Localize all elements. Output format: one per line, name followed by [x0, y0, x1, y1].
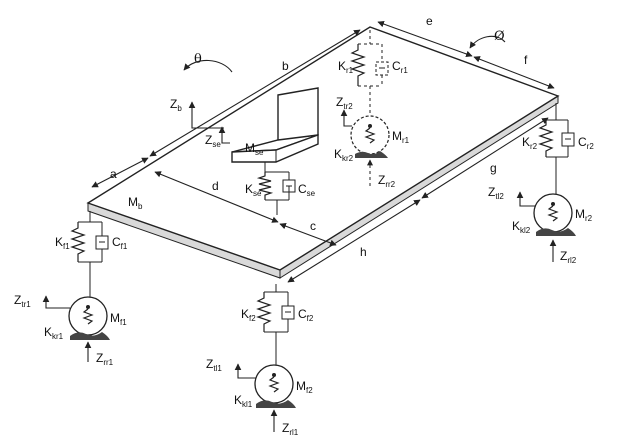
label-e: e: [426, 14, 433, 28]
svg-text:Ztl1: Ztl1: [206, 357, 222, 373]
svg-text:Mf1: Mf1: [110, 311, 127, 327]
label-f: f: [524, 53, 528, 67]
svg-text:Kf1: Kf1: [55, 235, 70, 251]
label-d: d: [212, 179, 219, 193]
phi-label: Ø: [494, 29, 505, 44]
mf2-label: M: [296, 379, 306, 393]
svg-text:Cr1: Cr1: [392, 59, 408, 75]
seat-suspension: Kse Cse: [245, 162, 316, 215]
svg-text:Mf2: Mf2: [296, 379, 313, 395]
kkr1-label: K: [44, 325, 52, 339]
label-g: g: [490, 161, 497, 175]
label-h: h: [360, 245, 367, 259]
svg-text:Kse: Kse: [245, 182, 262, 198]
pitch-rotation: θ: [183, 52, 233, 73]
svg-text:Kr1: Kr1: [338, 59, 354, 75]
zrr2-label: Z: [378, 173, 385, 187]
svg-text:Mr1: Mr1: [392, 129, 410, 145]
svg-text:Mb: Mb: [128, 195, 143, 211]
kr2-label: K: [522, 135, 530, 149]
dimension-e: [377, 20, 473, 58]
mr1-label: M: [392, 129, 402, 143]
label-c: c: [310, 219, 316, 233]
cf1-label: C: [112, 235, 121, 249]
mse-label: M: [245, 141, 255, 155]
svg-text:Ztr2: Ztr2: [336, 95, 353, 111]
svg-text:Zrl1: Zrl1: [282, 421, 299, 437]
svg-text:Ztr1: Ztr1: [14, 293, 31, 309]
dimension-d: [154, 171, 279, 223]
svg-text:Cr2: Cr2: [578, 135, 594, 151]
cse-label: C: [298, 182, 307, 196]
cr1-label: C: [392, 59, 401, 73]
roll-rotation: Ø: [469, 29, 506, 49]
zrl1-label: Z: [282, 421, 289, 435]
front-wheel-2-suspension: Kf2 Cf2 Ztl1 Mf2 Kkl1 Zrl1: [206, 284, 314, 437]
svg-text:Kkr1: Kkr1: [44, 325, 64, 341]
svg-text:Kkl1: Kkl1: [234, 393, 253, 409]
dimension-g: [421, 117, 549, 199]
body-heave-arrow: Zb: [170, 97, 224, 129]
svg-text:Kr2: Kr2: [522, 135, 538, 151]
svg-text:Zb: Zb: [170, 97, 182, 113]
kkr2-label: K: [334, 147, 342, 161]
label-b: b: [282, 59, 289, 73]
kse-label: K: [245, 182, 253, 196]
kf1-label: K: [55, 235, 63, 249]
svg-text:Zrr1: Zrr1: [96, 351, 114, 367]
zse-label: Z: [205, 133, 212, 147]
cr2-label: C: [578, 135, 587, 149]
mr2-label: M: [575, 207, 585, 221]
front-wheel-1-suspension: Kf1 Cf1 Ztr1 Mf1 Kkr1 Zrr1: [14, 211, 128, 367]
svg-text:Zse: Zse: [205, 133, 221, 149]
rear-wheel-1-suspension: Kr1 Cr1 Ztr2 Mr1 Kkr2 Zrr2: [334, 30, 410, 189]
kkl2-label: K: [512, 219, 520, 233]
svg-text:Kf2: Kf2: [241, 307, 256, 323]
svg-text:Kkl2: Kkl2: [512, 219, 531, 235]
mb-label: M: [128, 195, 138, 209]
svg-text:Cse: Cse: [298, 182, 316, 198]
ztr2-label: Z: [336, 95, 343, 109]
seat: Mse: [231, 87, 319, 163]
ztl2-label: Z: [488, 185, 495, 199]
svg-text:Ztl2: Ztl2: [488, 185, 504, 201]
kf2-label: K: [241, 307, 249, 321]
svg-text:Cf1: Cf1: [112, 235, 128, 251]
theta-label: θ: [194, 52, 202, 67]
dimension-b: [149, 29, 361, 157]
cf2-label: C: [298, 307, 307, 321]
svg-text:Zrr2: Zrr2: [378, 173, 396, 189]
zrl2-label: Z: [560, 249, 567, 263]
kkl1-label: K: [234, 393, 242, 407]
dimension-f: [473, 56, 555, 89]
dimension-labels: b a e f d c g h Mb: [110, 14, 528, 259]
dimension-h: [287, 199, 421, 283]
ztl1-label: Z: [206, 357, 213, 371]
kr1-label: K: [338, 59, 346, 73]
rear-wheel-2-suspension: Kr2 Cr2 Ztl2 Mr2 Kkl2 Zrl2: [488, 103, 594, 265]
svg-text:Zrl2: Zrl2: [560, 249, 577, 265]
mf1-label: M: [110, 311, 120, 325]
svg-text:Mr2: Mr2: [575, 207, 593, 223]
zb-label: Z: [170, 97, 177, 111]
svg-text:Kkr2: Kkr2: [334, 147, 354, 163]
seat-heave-arrow: Zse: [205, 126, 230, 149]
label-a: a: [110, 167, 117, 181]
ztr1-label: Z: [14, 293, 21, 307]
svg-text:Cf2: Cf2: [298, 307, 314, 323]
dimension-lines: [91, 20, 555, 283]
zrr1-label: Z: [96, 351, 103, 365]
svg-text:Mse: Mse: [245, 141, 264, 157]
dimension-a: [91, 157, 149, 188]
